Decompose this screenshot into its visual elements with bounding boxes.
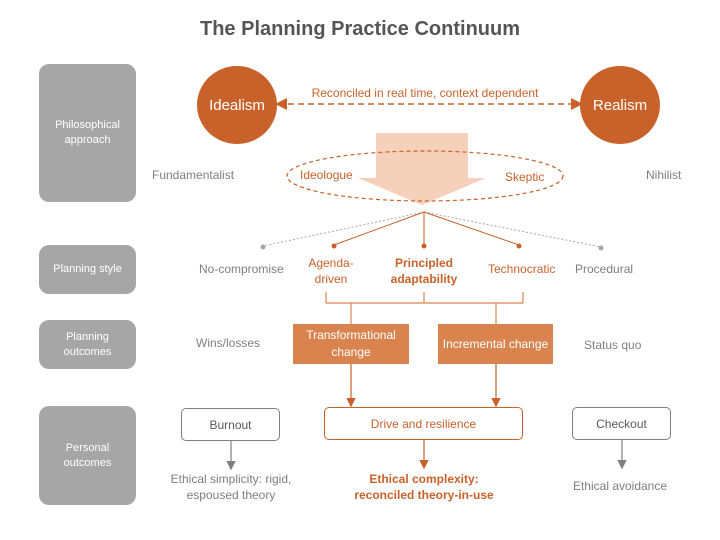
checkout-box: Checkout <box>572 407 671 440</box>
fan-dot-agenda <box>331 243 337 249</box>
ethical-complexity-label: Ethical complexity: reconciled theory-in… <box>354 472 494 502</box>
row-label-philosophical: Philosophical approach <box>39 64 136 202</box>
idealism-circle: Idealism <box>197 66 277 144</box>
drive-resilience-box: Drive and resilience <box>324 407 523 440</box>
style-principled-adaptability: Principled adaptability <box>390 256 458 286</box>
nihilist-label: Nihilist <box>646 168 682 182</box>
idealism-label: Idealism <box>209 96 265 114</box>
row-label-personal-outcomes: Personal outcomes <box>39 406 136 505</box>
fan-dot-procedural <box>598 245 604 251</box>
row-label-planning-outcomes: Planning outcomes <box>39 320 136 369</box>
outcome-incremental-box: Incremental change <box>438 324 553 364</box>
realism-circle: Realism <box>580 66 660 144</box>
style-technocratic: Technocratic <box>488 262 556 276</box>
style-bracket <box>325 292 524 324</box>
reconciled-label: Reconciled in real time, context depende… <box>311 86 539 100</box>
ethical-simplicity-label: Ethical simplicity: rigid, espoused theo… <box>170 472 292 502</box>
burnout-label: Burnout <box>209 417 252 432</box>
fan-dot-no-compromise <box>260 244 266 250</box>
checkout-label: Checkout <box>596 416 647 431</box>
row-label-planning-style: Planning style <box>39 245 136 294</box>
outcome-transformational-label: Transformational change <box>306 328 396 359</box>
fan-dot-principled <box>421 243 427 249</box>
realism-label: Realism <box>592 96 648 114</box>
outcome-wins-losses: Wins/losses <box>196 336 261 350</box>
ethical-avoidance-label: Ethical avoidance <box>572 479 668 493</box>
outcome-status-quo: Status quo <box>584 338 642 352</box>
dashed-ellipse <box>286 150 564 202</box>
diagram-title: The Planning Practice Continuum <box>199 18 521 40</box>
ideologue-label: Ideologue <box>300 168 353 182</box>
fan-dot-technocratic <box>516 243 522 249</box>
outcome-incremental-label: Incremental change <box>442 336 549 351</box>
style-no-compromise: No-compromise <box>199 262 284 276</box>
fundamentalist-label: Fundamentalist <box>152 168 235 182</box>
fan-lines <box>262 211 602 248</box>
burnout-box: Burnout <box>181 408 280 441</box>
style-agenda-driven: Agenda-driven <box>308 256 354 286</box>
skeptic-label: Skeptic <box>505 170 545 184</box>
drive-resilience-label: Drive and resilience <box>370 416 477 431</box>
style-procedural: Procedural <box>575 262 634 276</box>
outcome-transformational-box: Transformational change <box>293 324 409 364</box>
big-down-arrow <box>358 133 486 205</box>
